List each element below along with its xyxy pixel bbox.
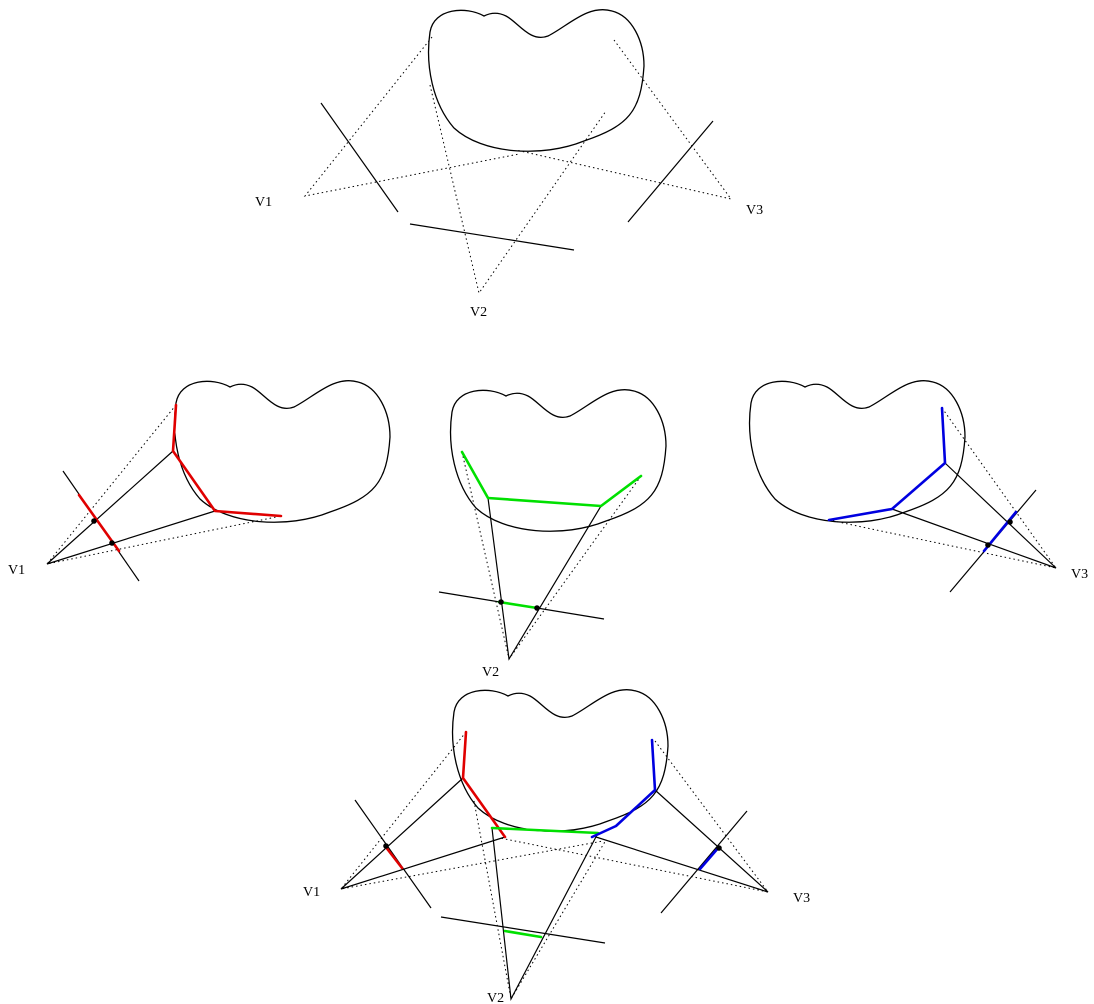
camera-label-v3: V3 xyxy=(793,891,810,906)
projection-rays xyxy=(340,777,769,1002)
camera-label-v1: V1 xyxy=(255,195,272,210)
projection-rays-v1 xyxy=(46,450,216,565)
viewing-cone-v2 xyxy=(461,451,642,661)
hull-boundary-v1 xyxy=(461,730,507,839)
camera-label-v3: V3 xyxy=(746,203,763,218)
silhouette-segment-v2 xyxy=(503,929,543,939)
viewing-cone-v3 xyxy=(828,407,1058,569)
projected-vertex xyxy=(534,605,540,611)
image-plane-v1 xyxy=(354,799,432,909)
object-outline xyxy=(748,379,966,523)
viewing-cones xyxy=(339,731,770,1001)
camera-label-v1: V1 xyxy=(8,563,25,578)
camera-label-v2: V2 xyxy=(470,305,487,320)
camera-label-v2: V2 xyxy=(487,991,504,1004)
projection-rays-v3 xyxy=(891,462,1057,569)
panel-view-v3: V3 xyxy=(748,379,1088,593)
object-outline xyxy=(449,388,667,532)
hull-boundary-v3 xyxy=(827,406,947,522)
projected-vertex xyxy=(91,518,97,524)
panel-view-v1: V1 xyxy=(8,379,391,582)
projected-vertex xyxy=(716,845,722,851)
projected-vertex xyxy=(1007,519,1013,525)
projection-rays-v2 xyxy=(487,497,602,661)
object-outline xyxy=(427,8,645,152)
panel-combined: V1 V3 V2 xyxy=(303,688,810,1004)
image-plane-v2 xyxy=(409,223,575,251)
image-plane-v1 xyxy=(320,102,399,213)
projected-vertex xyxy=(498,599,504,605)
projected-vertex xyxy=(985,542,991,548)
camera-label-v1: V1 xyxy=(303,885,320,900)
projected-vertex xyxy=(383,843,389,849)
silhouette-segment-v3 xyxy=(698,845,721,871)
viewing-cone-v1 xyxy=(45,404,282,565)
camera-label-v2: V2 xyxy=(482,665,499,680)
silhouette-segment-v2 xyxy=(497,600,539,610)
image-plane-v2 xyxy=(440,916,606,944)
projected-vertex xyxy=(109,540,115,546)
silhouette-segment-v1 xyxy=(383,844,404,870)
panel-view-v2: V2 xyxy=(438,388,667,680)
hull-boundary-v2 xyxy=(490,826,600,835)
camera-label-v3: V3 xyxy=(1071,567,1088,582)
hull-boundary-v3 xyxy=(590,738,657,839)
image-plane-v3 xyxy=(660,810,748,914)
image-plane-v3 xyxy=(627,120,714,223)
hull-boundary-v1 xyxy=(171,403,283,518)
panel-overview: V1 V2 V3 xyxy=(255,8,763,320)
hull-boundary-v2 xyxy=(460,450,643,508)
viewing-cones xyxy=(303,36,733,295)
